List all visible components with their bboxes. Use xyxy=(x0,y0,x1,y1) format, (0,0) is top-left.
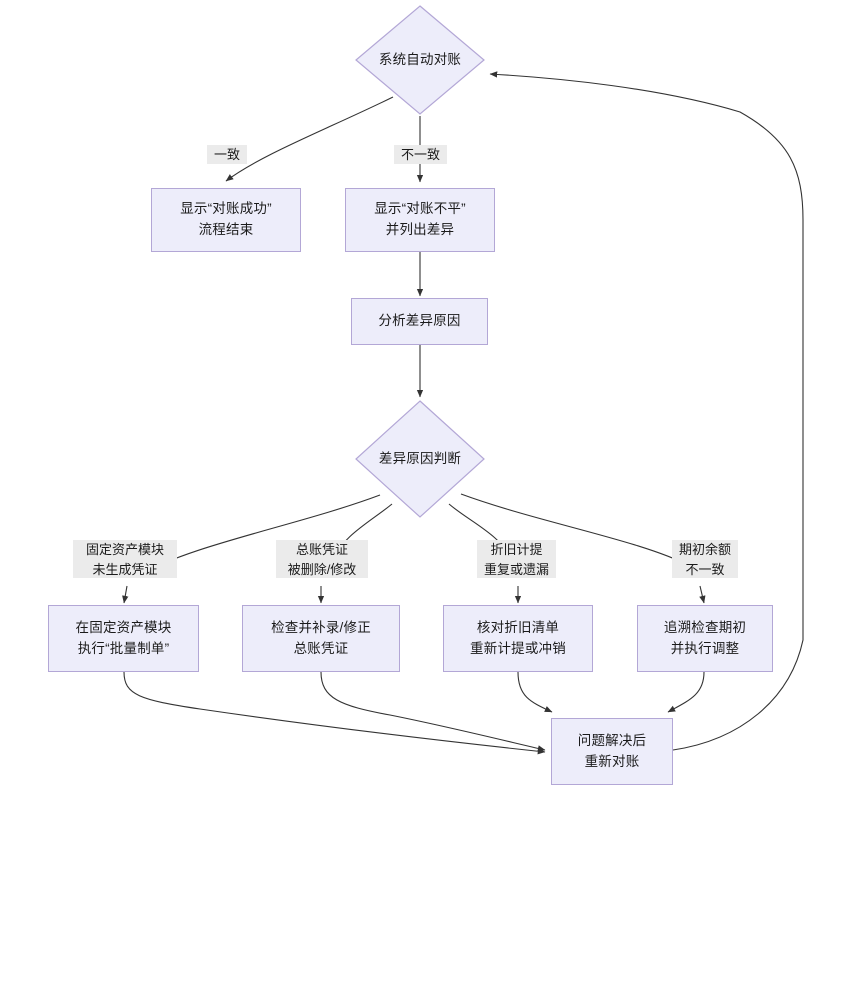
edge-label-dep: 折旧计提 重复或遗漏 xyxy=(477,540,556,578)
node-analyze-label: 分析差异原因 xyxy=(378,313,461,329)
node-fix-gl-label: 检查并补录/修正 总账凭证 xyxy=(271,619,371,656)
node-fix-fa[interactable]: 在固定资产模块 执行“批量制单” xyxy=(48,605,199,672)
node-ok[interactable]: 显示“对账成功” 流程结束 xyxy=(151,188,301,252)
edge-fix-open-to-recheck xyxy=(667,671,705,713)
node-judge[interactable]: 差异原因判断 xyxy=(355,400,485,518)
node-ok-label: 显示“对账成功” 流程结束 xyxy=(180,201,272,237)
edge-label-mismatch: 不一致 xyxy=(394,145,447,164)
edge-judge-to-fix-fa-tail xyxy=(122,585,129,604)
node-start[interactable]: 系统自动对账 xyxy=(355,5,485,115)
edge-label-open: 期初余额 不一致 xyxy=(672,540,738,578)
edge-fix-gl-to-recheck xyxy=(320,671,546,752)
node-fix-open[interactable]: 追溯检查期初 并执行调整 xyxy=(637,605,773,672)
node-mismatch[interactable]: 显示“对账不平” 并列出差异 xyxy=(345,188,495,252)
node-fix-dep[interactable]: 核对折旧清单 重新计提或冲销 xyxy=(443,605,593,672)
edge-label-gl: 总账凭证 被删除/修改 xyxy=(276,540,368,578)
edge-label-match: 一致 xyxy=(207,145,247,164)
node-start-label: 系统自动对账 xyxy=(378,51,462,67)
node-fix-fa-label: 在固定资产模块 执行“批量制单” xyxy=(75,619,172,656)
edge-label-fa: 固定资产模块 未生成凭证 xyxy=(73,540,177,578)
edge-judge-to-fix-open-tail xyxy=(699,585,706,604)
node-recheck[interactable]: 问题解决后 重新对账 xyxy=(551,718,673,785)
diamond-shape xyxy=(355,400,485,518)
node-fix-dep-label: 核对折旧清单 重新计提或冲销 xyxy=(470,619,566,656)
node-fix-open-label: 追溯检查期初 并执行调整 xyxy=(663,619,747,656)
edge-fix-fa-to-recheck xyxy=(123,671,546,755)
node-judge-label: 差异原因判断 xyxy=(378,450,462,466)
node-fix-gl[interactable]: 检查并补录/修正 总账凭证 xyxy=(242,605,400,672)
node-mismatch-label: 显示“对账不平” 并列出差异 xyxy=(374,201,466,237)
edge-fix-dep-to-recheck xyxy=(517,671,553,713)
node-analyze[interactable]: 分析差异原因 xyxy=(351,298,488,345)
node-recheck-label: 问题解决后 重新对账 xyxy=(577,732,647,769)
diamond-shape xyxy=(355,5,485,115)
